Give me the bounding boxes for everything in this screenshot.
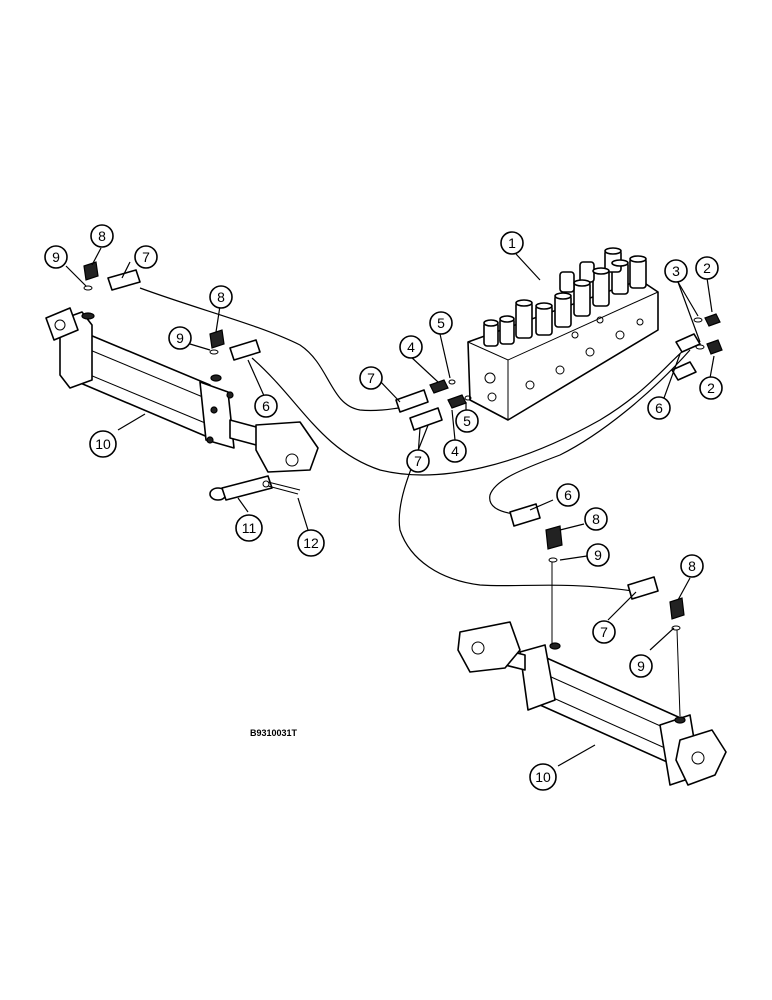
svg-text:4: 4 (451, 443, 459, 459)
callout-1: 1 (500, 231, 524, 255)
callout-4: 4 (399, 335, 423, 359)
callout-2: 2 (699, 376, 723, 400)
callout-8: 8 (90, 224, 114, 248)
callout-5: 5 (429, 311, 453, 335)
callout-7: 7 (406, 449, 430, 473)
callout-12: 12 (297, 529, 325, 557)
callout-3: 3 (664, 259, 688, 283)
callout-6: 6 (647, 396, 671, 420)
callout-7: 7 (592, 620, 616, 644)
right-cylinder-fittings (509, 503, 685, 717)
callout-8: 8 (680, 554, 704, 578)
svg-text:9: 9 (52, 249, 60, 265)
clevis-pin (209, 475, 273, 501)
svg-text:7: 7 (600, 624, 608, 640)
svg-text:11: 11 (242, 520, 257, 536)
callout-2: 2 (695, 256, 719, 280)
callout-7: 7 (359, 366, 383, 390)
svg-text:7: 7 (367, 370, 375, 386)
callout-9: 9 (586, 543, 610, 567)
callout-10: 10 (89, 430, 117, 458)
callout-8: 8 (209, 285, 233, 309)
svg-text:8: 8 (688, 558, 696, 574)
svg-text:9: 9 (637, 658, 645, 674)
callout-11: 11 (235, 514, 263, 542)
svg-text:8: 8 (217, 289, 225, 305)
callout-8: 8 (584, 507, 608, 531)
control-valve (467, 247, 659, 421)
svg-text:8: 8 (592, 511, 600, 527)
callout-9: 9 (629, 654, 653, 678)
cotter-pin (262, 480, 301, 495)
valve-fittings (395, 313, 723, 431)
callout-6: 6 (254, 394, 278, 418)
valve-cartridges (483, 247, 647, 347)
svg-text:2: 2 (703, 260, 711, 276)
callout-9: 9 (44, 245, 68, 269)
callout-6: 6 (556, 483, 580, 507)
svg-text:2: 2 (707, 380, 715, 396)
svg-text:6: 6 (655, 400, 663, 416)
svg-text:5: 5 (437, 315, 445, 331)
svg-text:6: 6 (564, 487, 572, 503)
svg-text:10: 10 (535, 769, 551, 785)
left-cylinder-fittings (83, 261, 261, 361)
left-hydraulic-cylinder (45, 307, 319, 473)
right-hydraulic-cylinder (457, 621, 727, 786)
svg-text:10: 10 (95, 436, 111, 452)
svg-text:6: 6 (262, 398, 270, 414)
svg-text:12: 12 (303, 535, 319, 551)
callout-5: 5 (455, 409, 479, 433)
svg-text:7: 7 (142, 249, 150, 265)
svg-text:7: 7 (414, 453, 422, 469)
callout-4: 4 (443, 439, 467, 463)
svg-text:4: 4 (407, 339, 415, 355)
svg-text:1: 1 (508, 235, 516, 251)
svg-text:8: 8 (98, 228, 106, 244)
svg-text:3: 3 (672, 263, 680, 279)
hydraulic-hoses (139, 287, 691, 593)
svg-text:9: 9 (176, 330, 184, 346)
svg-text:5: 5 (463, 413, 471, 429)
svg-text:9: 9 (594, 547, 602, 563)
drawing-reference-code: B9310031T (250, 728, 298, 738)
callout-9: 9 (168, 326, 192, 350)
callout-10: 10 (529, 763, 557, 791)
callout-7: 7 (134, 245, 158, 269)
